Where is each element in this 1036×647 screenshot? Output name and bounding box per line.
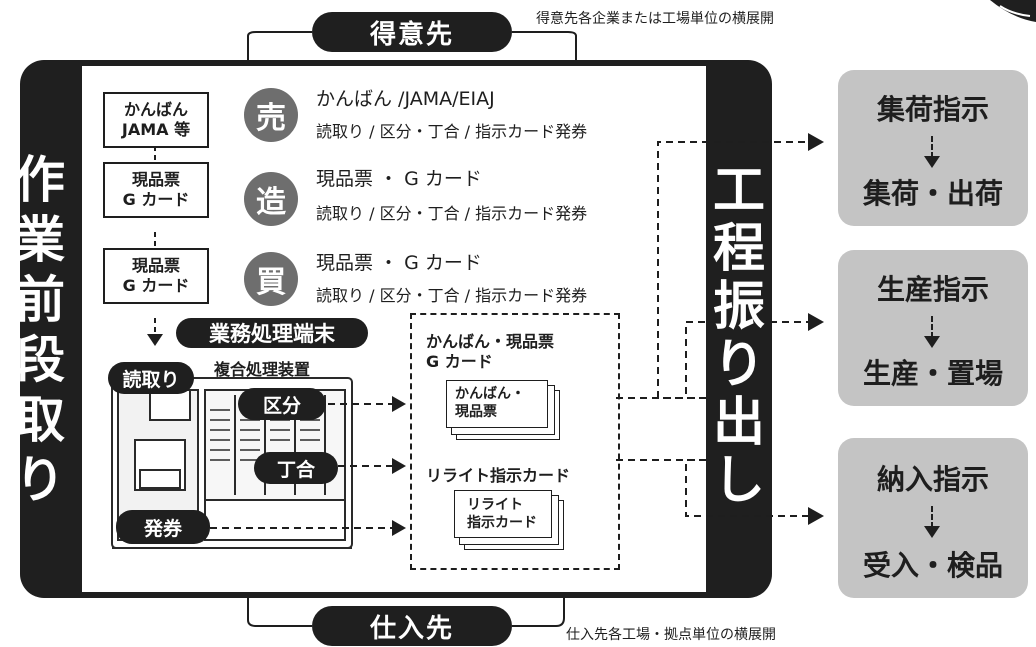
- read-label: 読取り: [108, 362, 194, 394]
- row-purchase-line1: 現品票 ・ G カード: [316, 252, 482, 274]
- rewrite-card: リライト 指示カード: [454, 490, 552, 538]
- customer-pill: 得意先: [312, 12, 512, 52]
- source-box-genpinhyo-sales: 現品票 G カード: [103, 162, 209, 218]
- dest-box-production: 生産指示 生産・置場: [838, 250, 1028, 406]
- dest-delivery-result: 受入・検品: [862, 549, 1004, 582]
- row-manufacturing-line2: 読取り / 区分・丁合 / 指示カード発券: [316, 204, 588, 223]
- sort-label: 区分: [238, 388, 326, 420]
- row-sales-line1: かんばん /JAMA/EIAJ: [316, 88, 495, 110]
- customer-note: 得意先各企業または工場単位の横展開: [536, 11, 774, 27]
- collate-label: 丁合: [254, 452, 338, 484]
- dest-box-pickup: 集荷指示 集荷・出荷: [838, 70, 1028, 226]
- dest-production-title: 生産指示: [876, 273, 989, 306]
- supplier-label: 仕入先: [369, 613, 454, 644]
- dest-production-result: 生産・置場: [862, 357, 1004, 390]
- down-arrow-head-icon: [924, 526, 940, 538]
- kanban-card: かんばん・ 現品票: [446, 380, 548, 428]
- row-manufacturing-line1: 現品票 ・ G カード: [316, 168, 482, 190]
- supplier-pill: 仕入先: [312, 606, 512, 646]
- customer-label: 得意先: [369, 19, 454, 50]
- down-arrow-head-icon: [924, 156, 940, 168]
- source-box-genpinhyo-purchase: 現品票 G カード: [103, 248, 209, 304]
- dest-box-delivery: 納入指示 受入・検品: [838, 438, 1028, 598]
- row-sales-line2: 読取り / 区分・丁合 / 指示カード発券: [316, 122, 588, 141]
- composite-device-label: 複合処理装置: [214, 360, 311, 379]
- down-arrow-icon: [931, 136, 935, 158]
- source-box-kanban: かんばん JAMA 等: [103, 92, 209, 148]
- right-bar-title: 工 程 振 り 出 し: [712, 161, 765, 511]
- supplier-note: 仕入先各工場・拠点単位の横展開: [566, 627, 776, 643]
- left-bar-title: 作 業 前 段 取 り: [15, 151, 65, 509]
- purchase-circle-icon: 買: [244, 252, 298, 306]
- sales-circle-icon: 売: [244, 88, 298, 142]
- down-arrow-head-icon: [924, 336, 940, 348]
- down-arrow-icon: [931, 316, 935, 338]
- business-terminal-label: 業務処理端末: [176, 318, 368, 348]
- issue-label: 発券: [116, 510, 210, 544]
- dest-pickup-title: 集荷指示: [876, 93, 989, 126]
- output-panel: [410, 313, 620, 570]
- row-purchase-line2: 読取り / 区分・丁合 / 指示カード発券: [316, 286, 588, 305]
- down-arrow-icon: [931, 506, 935, 528]
- output-group2-title: リライト指示カード: [426, 466, 571, 485]
- output-group1-title: かんばん・現品票 G カード: [426, 332, 555, 371]
- dest-pickup-result: 集荷・出荷: [862, 177, 1004, 210]
- dest-delivery-title: 納入指示: [876, 463, 989, 496]
- manufacturing-circle-icon: 造: [244, 172, 298, 226]
